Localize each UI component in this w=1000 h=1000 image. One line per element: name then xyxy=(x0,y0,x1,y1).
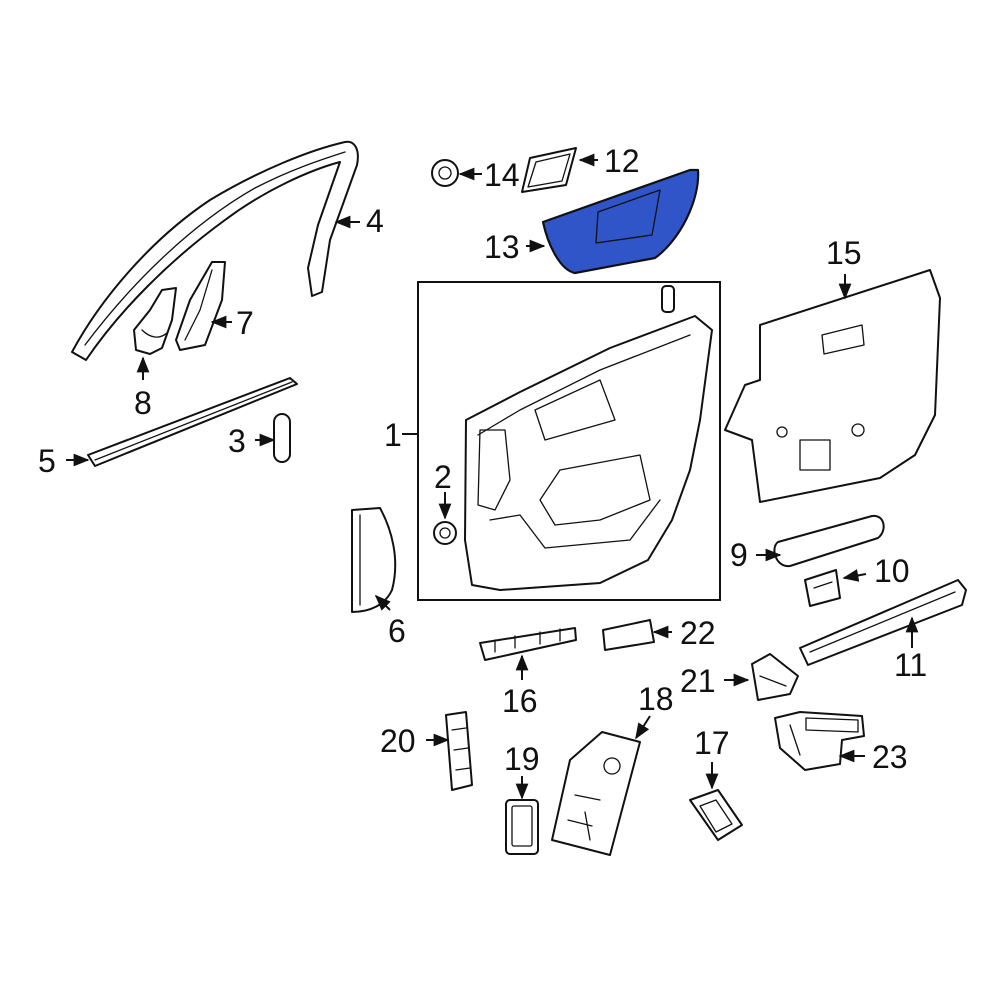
part-10-inner-handle xyxy=(804,569,841,607)
callout-7: 7 xyxy=(236,305,254,341)
callout-21: 21 xyxy=(680,663,716,699)
callout-4: 4 xyxy=(366,203,384,239)
callout-14: 14 xyxy=(484,157,520,193)
callout-18: 18 xyxy=(638,681,674,717)
part-2-grommet xyxy=(433,521,457,545)
part-21-handle-housing xyxy=(751,653,799,701)
part-19-single-switch xyxy=(505,799,539,855)
part-4-window-frame-molding xyxy=(71,140,359,361)
callout-16: 16 xyxy=(502,683,538,719)
part-17-small-switch xyxy=(689,789,743,841)
part-1-door-panel-box xyxy=(417,281,721,601)
callout-8: 8 xyxy=(134,385,152,421)
callout-10: 10 xyxy=(874,553,910,589)
part-6-corner-trim xyxy=(351,507,397,613)
part-22-switch-housing xyxy=(602,619,655,651)
part-8-mirror-bracket xyxy=(133,287,177,355)
part-23-seat-switch xyxy=(774,711,865,771)
part-3-cap xyxy=(273,413,291,463)
part-18-master-switch xyxy=(551,731,641,856)
callout-6: 6 xyxy=(388,613,406,649)
callout-15: 15 xyxy=(826,235,862,271)
callout-11: 11 xyxy=(894,647,927,683)
callout-22: 22 xyxy=(680,615,716,651)
part-16-switch-bracket xyxy=(479,627,577,661)
callout-3: 3 xyxy=(228,423,246,459)
part-15-water-shield xyxy=(724,269,941,503)
callout-12: 12 xyxy=(604,143,640,179)
callout-9: 9 xyxy=(730,537,748,573)
callout-13: 13 xyxy=(484,229,520,265)
leader-lines xyxy=(66,153,919,800)
part-7-mirror-trim xyxy=(175,261,226,351)
part-5-belt-molding xyxy=(87,377,298,467)
part-14-clip xyxy=(431,159,459,187)
callout-17: 17 xyxy=(694,725,730,761)
part-20-bracket xyxy=(445,711,473,791)
callout-labels: 1 2 3 4 5 6 7 8 9 10 11 12 13 14 15 16 1… xyxy=(38,143,927,777)
callout-20: 20 xyxy=(380,723,416,759)
part-12-trim-insert xyxy=(521,147,577,193)
part-9-armrest-pad xyxy=(773,514,885,568)
callout-1: 1 xyxy=(384,417,402,453)
callout-5: 5 xyxy=(38,443,56,479)
part-13-trim-panel-highlighted xyxy=(541,168,700,275)
callout-19: 19 xyxy=(504,741,540,777)
callout-23: 23 xyxy=(872,739,908,775)
part-11-trim-strip xyxy=(799,579,967,666)
callout-2: 2 xyxy=(434,459,452,495)
